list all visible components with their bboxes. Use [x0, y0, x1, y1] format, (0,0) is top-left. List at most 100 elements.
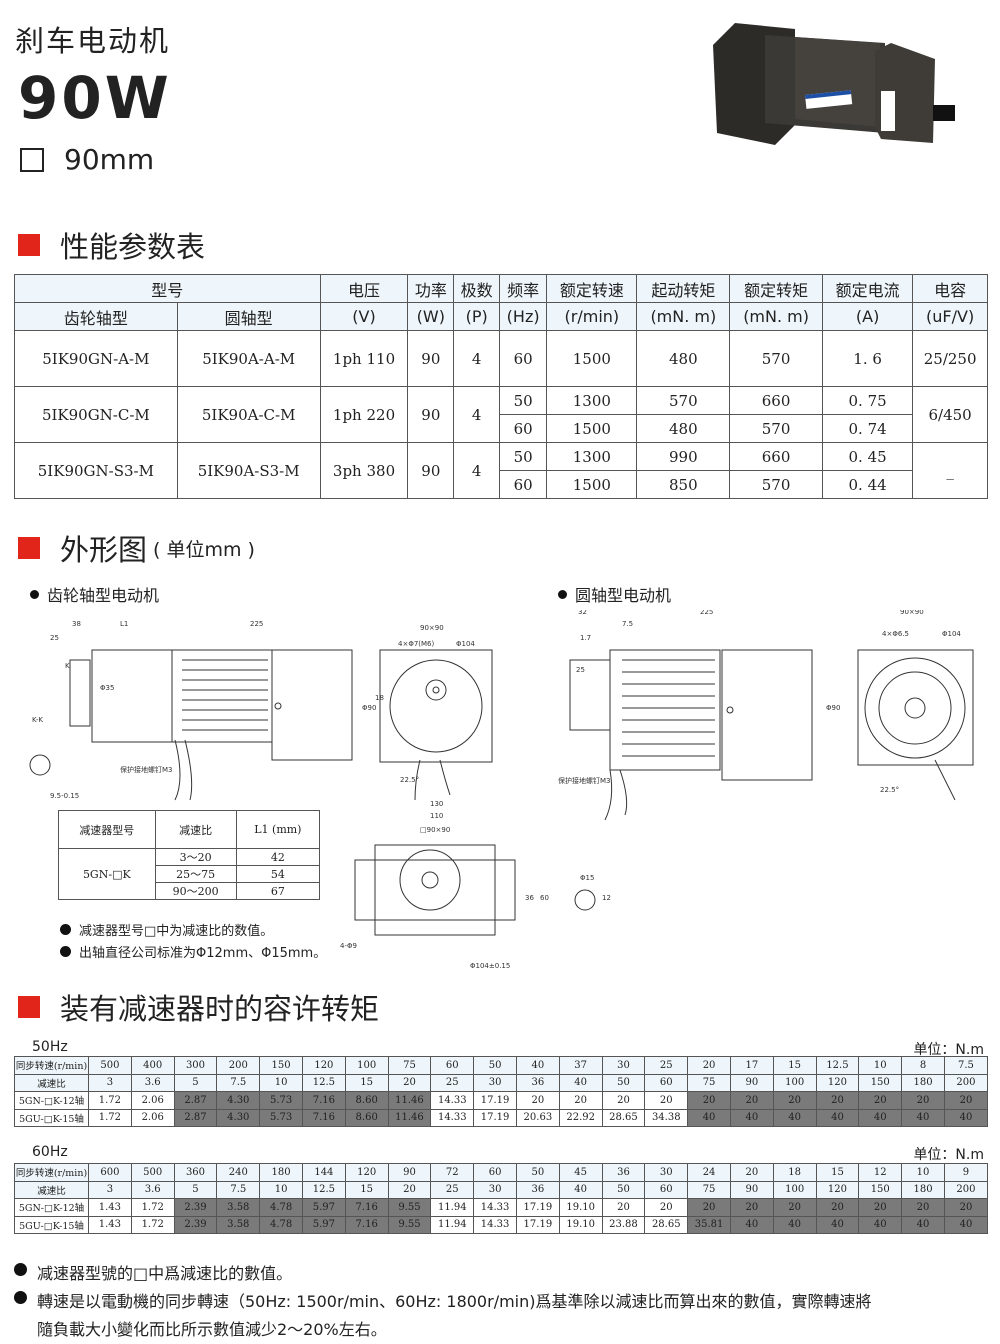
table-cell: 100 [772, 1073, 817, 1092]
table-cell: 28.65 [644, 1215, 689, 1234]
dimension-label: 60 [540, 894, 549, 902]
table-cell: 14.33 [430, 1108, 475, 1127]
table-cell: 5GN-□K [58, 848, 156, 900]
dimension-label: 保护接地螺钉M3 [120, 765, 173, 774]
dimension-label: L1 [120, 620, 128, 628]
table-cell: 23.88 [601, 1215, 646, 1234]
freq-label: 50Hz [32, 1039, 68, 1055]
table-cell: 1500 [546, 470, 638, 499]
table-cell: 15 [815, 1163, 860, 1182]
red-square-icon [18, 234, 40, 256]
table-cell: 54 [235, 865, 321, 883]
table-cell: 20 [387, 1180, 432, 1199]
table-cell: 150 [858, 1073, 903, 1092]
table-cell: 14.33 [473, 1198, 517, 1217]
table-cell: (r/min) [546, 302, 638, 331]
frame-size: 90mm [20, 143, 154, 176]
table-cell: 45 [558, 1163, 603, 1182]
section-title: 外形图 [60, 533, 148, 567]
table-cell: 36 [515, 1073, 560, 1092]
table-cell: 90 [387, 1163, 432, 1182]
table-cell: 5IK90A-S3-M [176, 442, 321, 499]
table-cell: 200 [216, 1056, 261, 1075]
section-torque: 装有减速器时的容许转矩 [18, 986, 379, 1028]
table-cell: 4.78 [259, 1198, 303, 1217]
table-cell: 570 [636, 386, 731, 415]
table-cell: 4 [453, 386, 501, 443]
table-cell: 2.87 [173, 1091, 218, 1110]
table-cell: 20 [772, 1198, 817, 1217]
table-cell: 200 [943, 1073, 989, 1092]
table-cell: 75 [687, 1180, 731, 1199]
table-cell: 7.16 [301, 1091, 346, 1110]
table-cell: 40 [815, 1108, 860, 1127]
dimension-label: Φ90 [362, 704, 376, 712]
motor-photo [713, 23, 955, 145]
table-cell: 850 [636, 470, 731, 499]
table-cell: 同步转速(r/min) [14, 1163, 89, 1182]
table-cell: 30 [473, 1180, 517, 1199]
table-cell: (uF/V) [912, 302, 988, 331]
table-cell: 180 [901, 1073, 945, 1092]
table-cell: 2.87 [173, 1108, 218, 1127]
table-cell: 180 [901, 1180, 945, 1199]
dimension-label: 保护接地螺钉M3 [558, 776, 611, 785]
table-cell: 75 [687, 1073, 731, 1092]
table-cell: 15 [772, 1056, 817, 1075]
table-cell: 30 [644, 1163, 689, 1182]
table-cell: 5GN-□K-12轴 [14, 1091, 89, 1110]
reducer-note: 减速器型号□中为减速比的数值。 [60, 920, 273, 939]
table-cell: 5GU-□K-15轴 [14, 1215, 89, 1234]
table-cell: 20 [943, 1198, 989, 1217]
table-cell: 3ph 380 [319, 442, 409, 499]
table-cell: (Hz) [499, 302, 548, 331]
table-cell: 480 [636, 330, 731, 387]
table-cell: 1.72 [88, 1108, 132, 1127]
table-cell: _ [912, 442, 988, 499]
table-cell: 4.30 [216, 1108, 261, 1127]
table-cell: 50 [499, 442, 548, 471]
table-cell: 10 [259, 1180, 303, 1199]
table-cell: 40 [515, 1056, 560, 1075]
table-cell: 7.16 [344, 1215, 389, 1234]
table-cell: 电容 [912, 274, 988, 303]
table-cell: 0. 45 [821, 442, 914, 471]
dimension-label: Φ90 [826, 704, 840, 712]
table-cell: 5.97 [301, 1215, 346, 1234]
table-cell: 60 [430, 1056, 475, 1075]
dimension-label: 130 [430, 800, 443, 808]
gear-motor-front-view [379, 649, 493, 801]
dimension-label: 36 [525, 894, 534, 902]
table-cell: 5.97 [301, 1198, 346, 1217]
table-cell: 150 [259, 1056, 303, 1075]
table-cell: 9 [943, 1163, 989, 1182]
table-cell: 5GN-□K-12轴 [14, 1198, 89, 1217]
table-cell: 400 [130, 1056, 175, 1075]
unit-note: ( 单位mm ) [153, 538, 255, 561]
table-cell: 72 [430, 1163, 475, 1182]
table-cell: 60 [499, 330, 548, 387]
table-cell: 8.60 [344, 1091, 389, 1110]
table-cell: 圆轴型 [176, 302, 321, 331]
table-cell: 40 [901, 1215, 945, 1234]
table-cell: 5IK90GN-C-M [14, 386, 178, 443]
table-cell: 100 [344, 1056, 389, 1075]
label: 齿轮轴型电动机 [47, 586, 160, 605]
table-cell: 120 [815, 1180, 860, 1199]
table-cell: 20 [729, 1163, 774, 1182]
dimension-label: K [65, 662, 70, 670]
table-cell: 1.72 [130, 1215, 175, 1234]
table-cell: (A) [821, 302, 914, 331]
table-cell: 25 [430, 1073, 475, 1092]
table-cell: 360 [173, 1163, 218, 1182]
table-cell: 5IK90A-A-M [176, 330, 321, 387]
table-cell: 20 [387, 1073, 432, 1092]
table-cell: 17.19 [473, 1091, 517, 1110]
table-cell: 300 [173, 1056, 218, 1075]
section-performance: 性能参数表 [18, 224, 205, 266]
dimension-label: 18 [375, 694, 384, 702]
table-cell: 3.58 [216, 1215, 261, 1234]
